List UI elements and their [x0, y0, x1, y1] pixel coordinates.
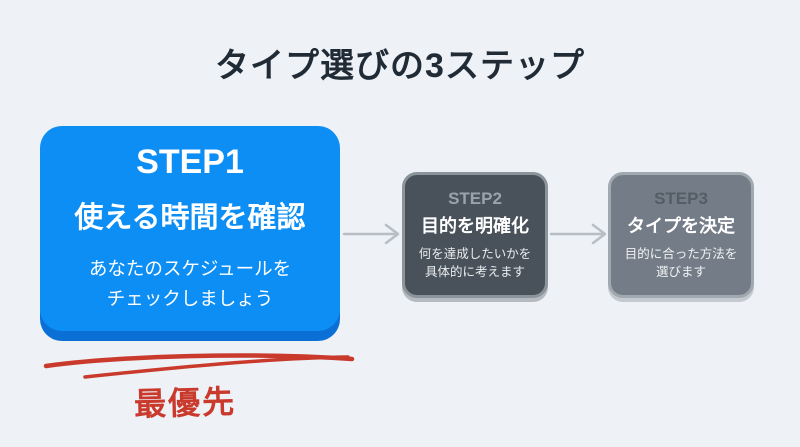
step3-card: STEP3 タイプを決定 目的に合った方法を 選びます [608, 172, 754, 298]
step2-description-line2: 具体的に考えます [424, 265, 525, 279]
priority-annotation: 最優先 [133, 383, 237, 423]
step1-heading: 使える時間を確認 [74, 202, 306, 235]
step1-label: STEP1 [136, 143, 244, 182]
step2-description: 何を達成したいかを 具体的に考えます [419, 245, 532, 281]
page-title: タイプ選びの3ステップ [215, 47, 585, 85]
step3-label: STEP3 [654, 188, 708, 208]
arrow-right-icon [342, 223, 400, 245]
red-underline-scribble-icon [43, 353, 355, 379]
step3-heading: タイプを決定 [627, 215, 735, 236]
arrow-right-icon [549, 223, 607, 245]
step2-heading: 目的を明確化 [421, 215, 529, 236]
step1-description: あなたのスケジュールを チェックしましょう [89, 254, 291, 313]
step3-description-line2: 選びます [655, 265, 706, 279]
step3-description: 目的に合った方法を 選びます [625, 245, 738, 281]
step1-description-line1: あなたのスケジュールを [88, 258, 292, 280]
step2-description-line1: 何を達成したいかを [418, 246, 532, 261]
step3-description-line1: 目的に合った方法を [624, 246, 738, 261]
step1-card: STEP1 使える時間を確認 あなたのスケジュールを チェックしましょう [40, 126, 340, 331]
step2-label: STEP2 [448, 188, 502, 208]
step1-description-line2: チェックしましょう [106, 288, 274, 309]
step2-card: STEP2 目的を明確化 何を達成したいかを 具体的に考えます [402, 172, 548, 298]
